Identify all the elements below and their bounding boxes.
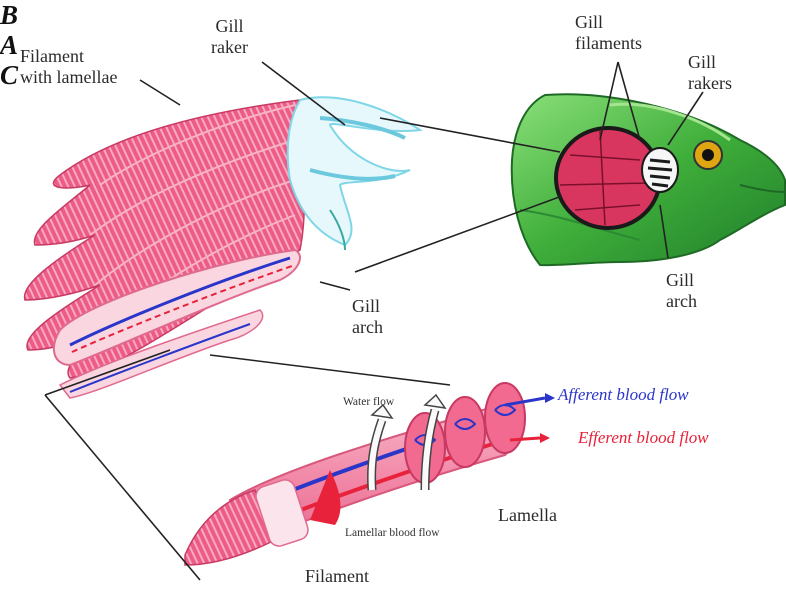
gill-raker-shape (288, 97, 420, 250)
efferent-blood-flow-label: Efferent blood flow (578, 428, 709, 448)
gill-arch-label: Gill arch (352, 296, 383, 338)
water-flow-label: Water flow (343, 396, 394, 409)
afferent-blood-flow-label: Afferent blood flow (558, 385, 689, 405)
gill-filaments-label: Gill filaments (575, 12, 642, 54)
gill-raker-label: Gill raker (211, 16, 248, 58)
lamellar-blood-flow-label: Lamellar blood flow (345, 527, 440, 540)
gill-rakers-label: Gill rakers (688, 52, 732, 94)
gill-arch-fish-label: Gill arch (666, 270, 697, 312)
lamella-label: Lamella (498, 505, 557, 526)
filament-label: Filament (305, 566, 369, 587)
fish-head (512, 94, 785, 265)
filament-with-lamellae-label: Filament with lamellae (20, 46, 117, 88)
